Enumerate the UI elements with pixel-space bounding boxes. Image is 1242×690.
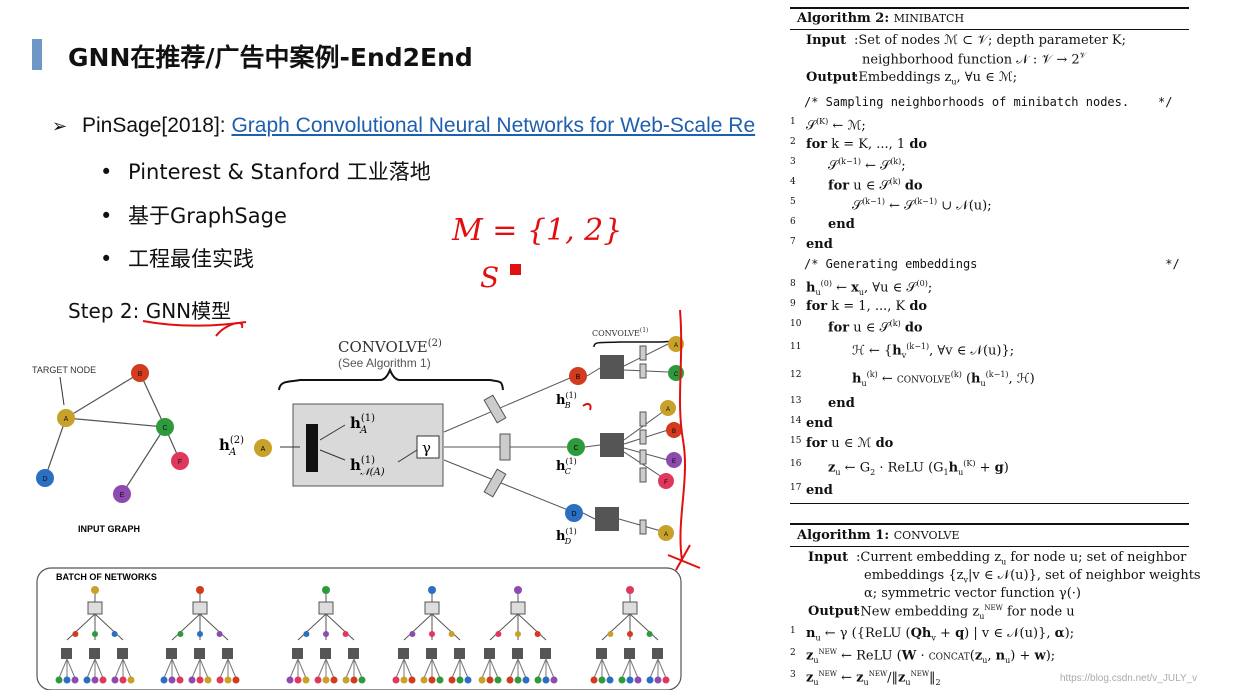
- convolve1-label: CONVOLVE(1): [592, 327, 648, 338]
- batch-label: BATCH OF NETWORKS: [56, 572, 157, 582]
- title-accent-bar: [32, 39, 42, 70]
- svg-text:B: B: [672, 429, 676, 435]
- batch-root-node: [626, 586, 634, 594]
- bullet-item: •基于GraphSage: [100, 204, 287, 228]
- convolve2-label: CONVOLVE(2): [338, 338, 442, 356]
- svg-text:A: A: [261, 446, 266, 453]
- batch-box: [36, 567, 682, 690]
- svg-text:C: C: [162, 425, 167, 432]
- gamma-box: [416, 435, 440, 459]
- concat-bar: [306, 424, 318, 472]
- batch-root-node: [428, 586, 436, 594]
- svg-text:D: D: [42, 476, 47, 483]
- svg-text:h(1)B: h(1)B: [556, 391, 577, 410]
- algo2-comment-sampling: /* Sampling neighborhoods of minibatch n…: [804, 95, 1173, 109]
- convolve-brace: [278, 367, 504, 391]
- batch-agg-box: [192, 601, 208, 615]
- batch-root-node: [322, 586, 330, 594]
- pinsage-prefix: PinSage[2018]:: [82, 114, 232, 137]
- svg-text:B: B: [138, 371, 143, 378]
- step-highlight: GNN模型: [145, 299, 232, 323]
- svg-text:C: C: [573, 445, 578, 452]
- algo2-header: Algorithm 2: MINIBATCH: [797, 11, 965, 26]
- arrow-bullet-icon: ➢: [52, 116, 68, 136]
- bullet-item: •Pinterest & Stanford 工业落地: [100, 160, 431, 184]
- graph-node-d: [36, 469, 54, 487]
- cursor-dot: [510, 264, 521, 275]
- batch-agg-box: [87, 601, 103, 615]
- slide-title: GNN在推荐/广告中案例-End2End: [68, 43, 473, 72]
- paper-link[interactable]: Graph Convolutional Neural Networks for …: [231, 114, 756, 137]
- batch-agg-box: [622, 601, 638, 615]
- graph-node-c: [156, 418, 174, 436]
- svg-text:h(2)A: h(2)A: [219, 435, 244, 458]
- target-node-label: TARGET NODE: [32, 365, 96, 375]
- batch-agg-box: [510, 601, 526, 615]
- underline-ink: [142, 320, 247, 327]
- svg-text:D: D: [571, 511, 576, 518]
- svg-text:C: C: [674, 372, 679, 378]
- svg-text:A: A: [664, 532, 668, 538]
- batch-root-node: [514, 586, 522, 594]
- batch-root-node: [91, 586, 99, 594]
- batch-agg-box: [318, 601, 334, 615]
- step-prefix: Step 2:: [68, 299, 146, 323]
- input-graph-label: INPUT GRAPH: [78, 524, 140, 534]
- graph-node-a: [57, 409, 75, 427]
- bullet-text: Pinterest & Stanford 工业落地: [128, 160, 431, 184]
- svg-text:h(1)C: h(1)C: [556, 457, 577, 476]
- svg-text:F: F: [664, 480, 668, 486]
- graph-node-b: [131, 364, 149, 382]
- graph-node-f: [171, 452, 189, 470]
- algo1-header: Algorithm 1: CONVOLVE: [797, 528, 960, 543]
- svg-text:A: A: [674, 343, 678, 349]
- step-label: Step 2: GNN模型: [68, 295, 231, 324]
- bullet-item: •工程最佳实践: [100, 247, 254, 271]
- bullet-text: 工程最佳实践: [128, 247, 254, 271]
- svg-text:A: A: [666, 407, 670, 413]
- svg-text:F: F: [178, 459, 182, 466]
- svg-text:B: B: [576, 374, 581, 381]
- batch-agg-box: [424, 601, 440, 615]
- gamma-symbol: γ: [422, 439, 431, 457]
- handwritten-set: M = {1, 2}: [451, 213, 622, 248]
- batch-root-node: [196, 586, 204, 594]
- watermark: https://blog.csdn.net/v_JULY_v: [1060, 673, 1198, 684]
- pinsage-diagram: M = {1, 2} S TARGET NODE A B C D E F INPUT G…: [32, 213, 701, 690]
- graph-node-e: [113, 485, 131, 503]
- handwritten-s: S: [480, 261, 499, 294]
- pinsage-line: PinSage[2018]: Graph Convolutional Neura…: [82, 114, 755, 138]
- see-algorithm-label: (See Algorithm 1): [338, 356, 431, 370]
- bullet-text: 基于GraphSage: [128, 204, 287, 228]
- svg-text:E: E: [120, 492, 125, 499]
- svg-text:h(1)D: h(1)D: [556, 527, 577, 546]
- svg-text:E: E: [672, 459, 676, 465]
- svg-text:A: A: [64, 416, 69, 423]
